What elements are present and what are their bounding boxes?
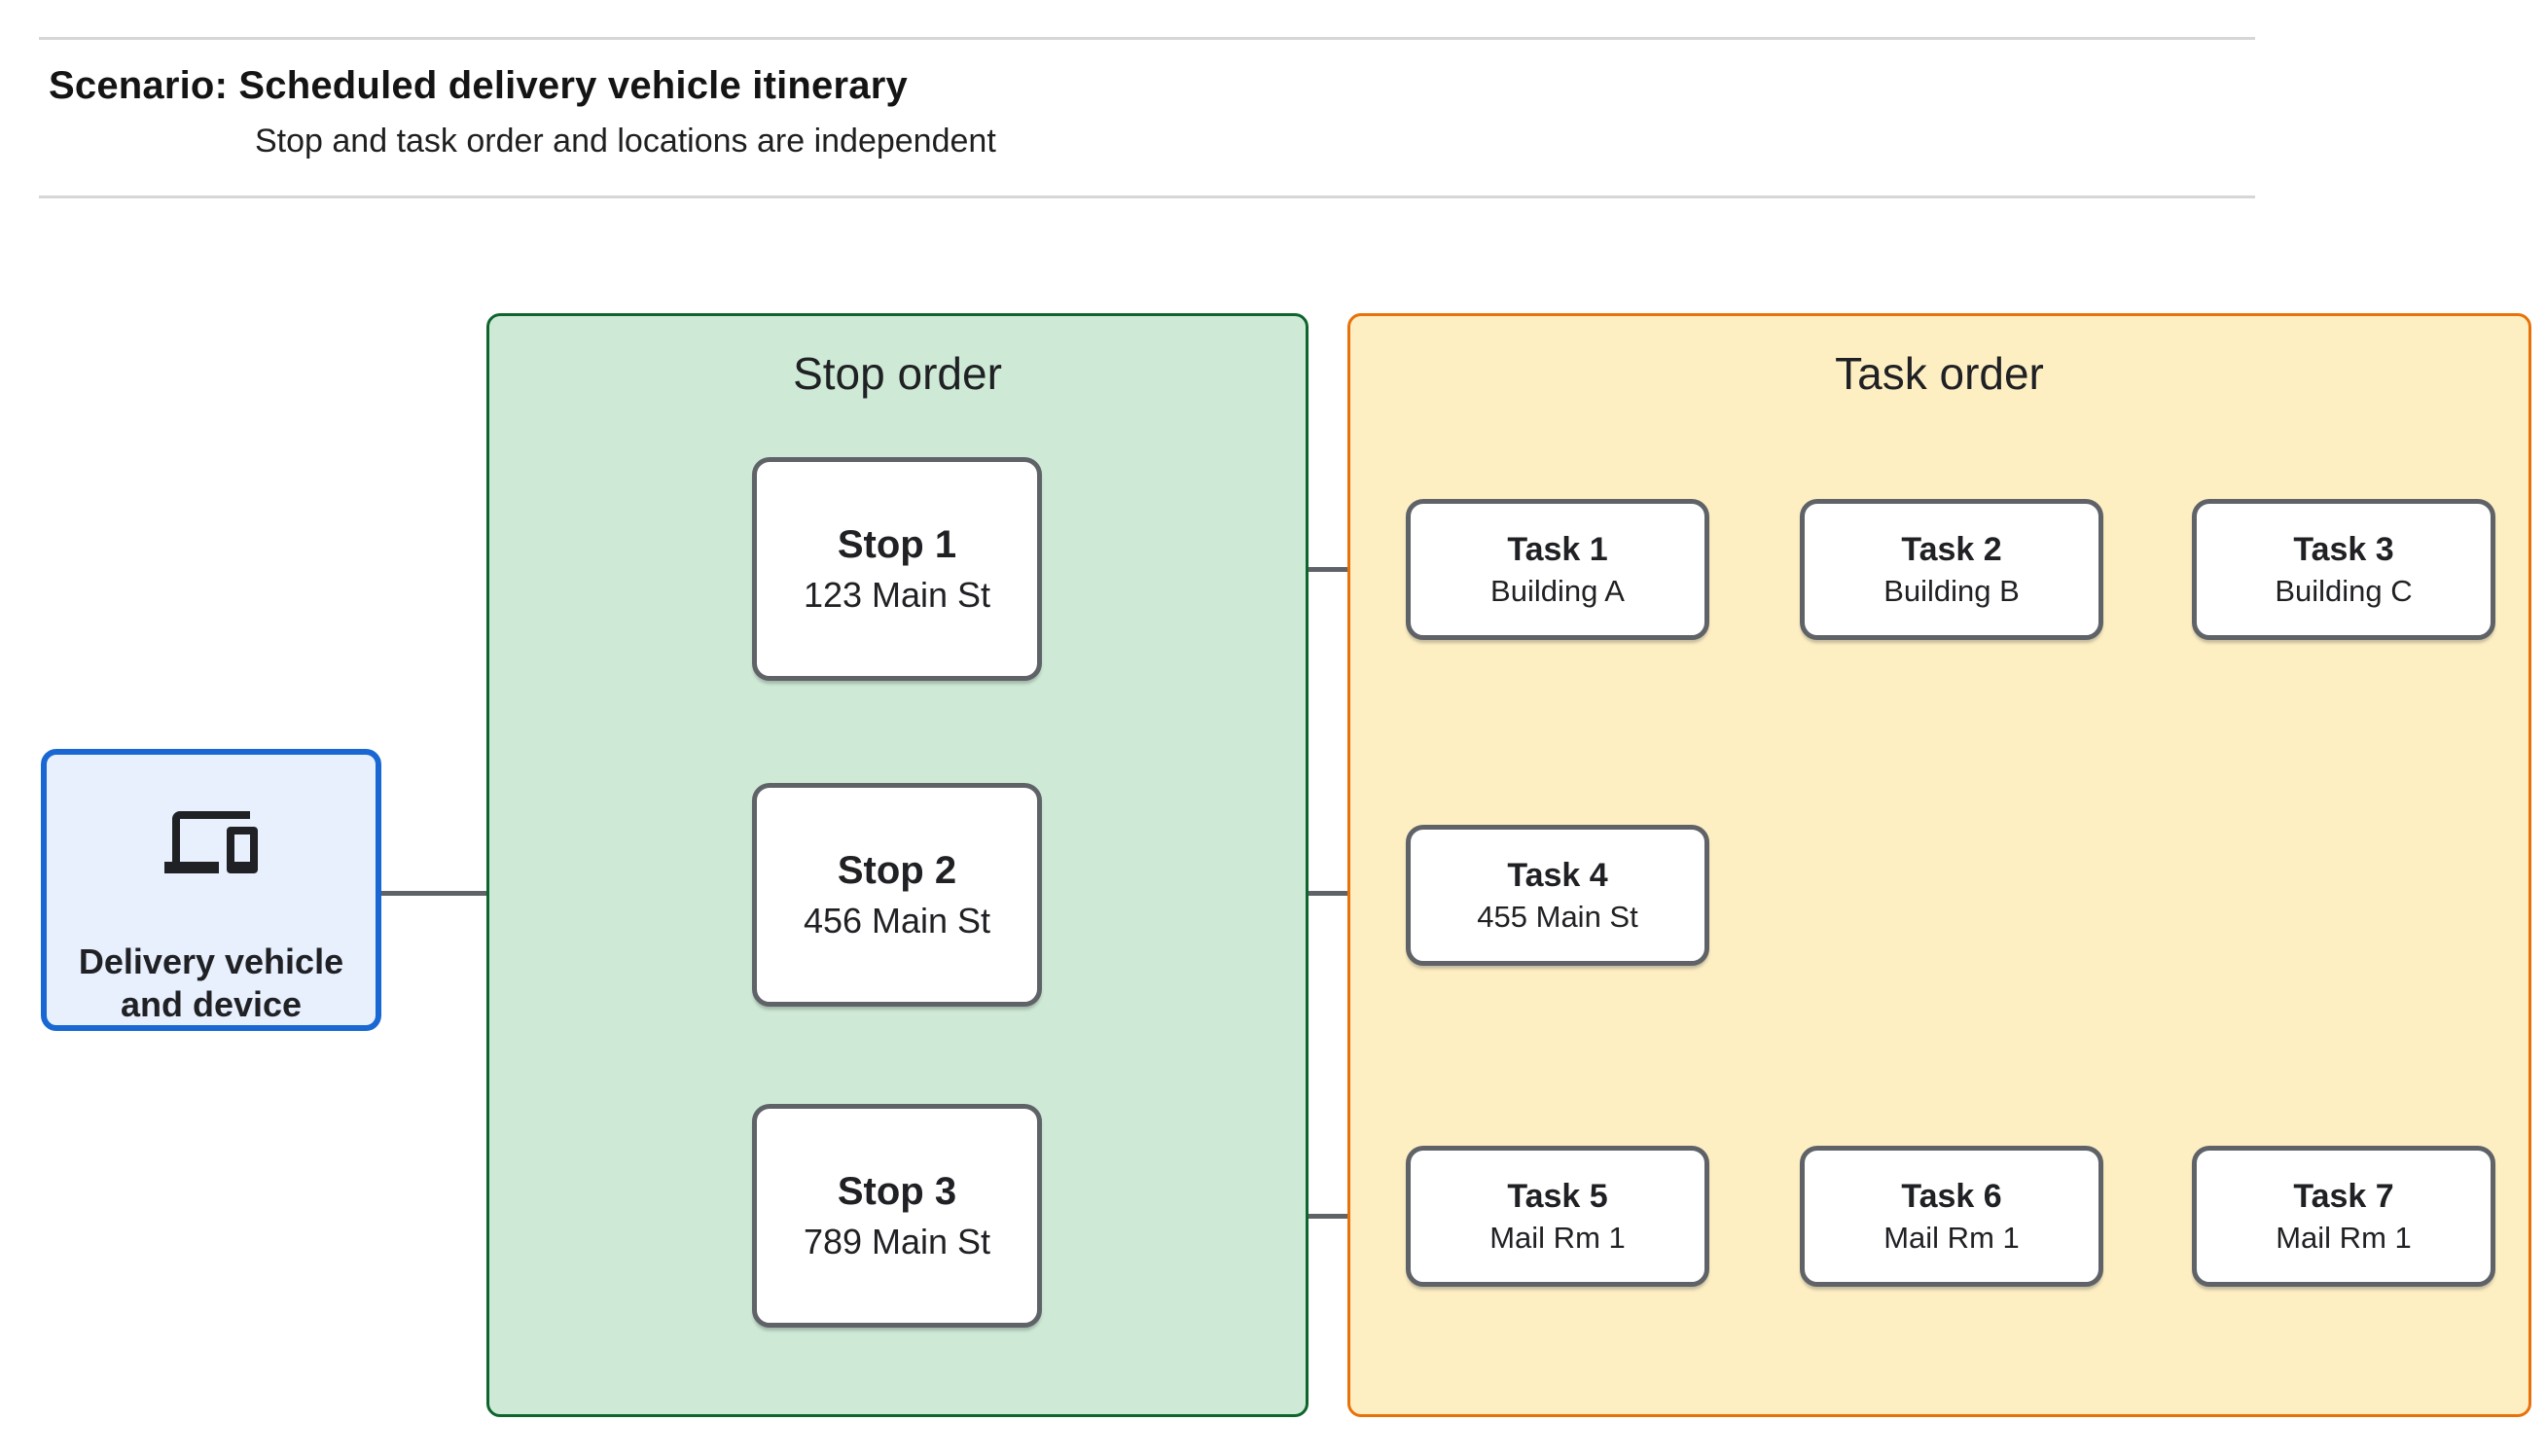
task-title: Task 7 bbox=[2293, 1177, 2394, 1215]
stop-2-node: Stop 2 456 Main St bbox=[752, 783, 1042, 1007]
task-7-node: Task 7 Mail Rm 1 bbox=[2192, 1146, 2495, 1287]
task-title: Task 4 bbox=[1507, 856, 1608, 894]
task-title: Task 6 bbox=[1901, 1177, 2002, 1215]
page-title: Scenario: Scheduled delivery vehicle iti… bbox=[49, 64, 908, 107]
task-title: Task 1 bbox=[1507, 530, 1608, 568]
devices-icon bbox=[164, 796, 258, 894]
task-6-node: Task 6 Mail Rm 1 bbox=[1800, 1146, 2103, 1287]
task-2-node: Task 2 Building B bbox=[1800, 499, 2103, 640]
task-title: Task 3 bbox=[2293, 530, 2394, 568]
stop-address: 123 Main St bbox=[803, 575, 991, 616]
stop-title: Stop 2 bbox=[837, 849, 957, 893]
divider-top bbox=[39, 37, 2255, 40]
task-title: Task 5 bbox=[1507, 1177, 1608, 1215]
stop-address: 456 Main St bbox=[803, 901, 991, 941]
task-location: Building B bbox=[1883, 573, 2020, 608]
delivery-vehicle-node: Delivery vehicle and device bbox=[41, 749, 381, 1031]
task-location: Mail Rm 1 bbox=[1489, 1220, 1626, 1255]
stop-3-node: Stop 3 789 Main St bbox=[752, 1104, 1042, 1328]
divider-bottom bbox=[39, 195, 2255, 198]
task-order-title: Task order bbox=[1835, 348, 2044, 399]
task-4-node: Task 4 455 Main St bbox=[1406, 825, 1709, 966]
stop-address: 789 Main St bbox=[803, 1222, 991, 1262]
stop-title: Stop 3 bbox=[837, 1170, 957, 1214]
task-5-node: Task 5 Mail Rm 1 bbox=[1406, 1146, 1709, 1287]
task-1-node: Task 1 Building A bbox=[1406, 499, 1709, 640]
stop-1-node: Stop 1 123 Main St bbox=[752, 457, 1042, 681]
task-location: Building A bbox=[1490, 573, 1625, 608]
stop-order-title: Stop order bbox=[793, 348, 1002, 399]
task-title: Task 2 bbox=[1901, 530, 2002, 568]
task-location: Building C bbox=[2275, 573, 2413, 608]
task-location: Mail Rm 1 bbox=[2276, 1220, 2412, 1255]
task-location: Mail Rm 1 bbox=[1883, 1220, 2020, 1255]
page-subtitle: Stop and task order and locations are in… bbox=[255, 123, 996, 160]
task-3-node: Task 3 Building C bbox=[2192, 499, 2495, 640]
stop-title: Stop 1 bbox=[837, 523, 957, 567]
task-location: 455 Main St bbox=[1477, 899, 1638, 934]
delivery-vehicle-label: Delivery vehicle and device bbox=[78, 941, 344, 1024]
